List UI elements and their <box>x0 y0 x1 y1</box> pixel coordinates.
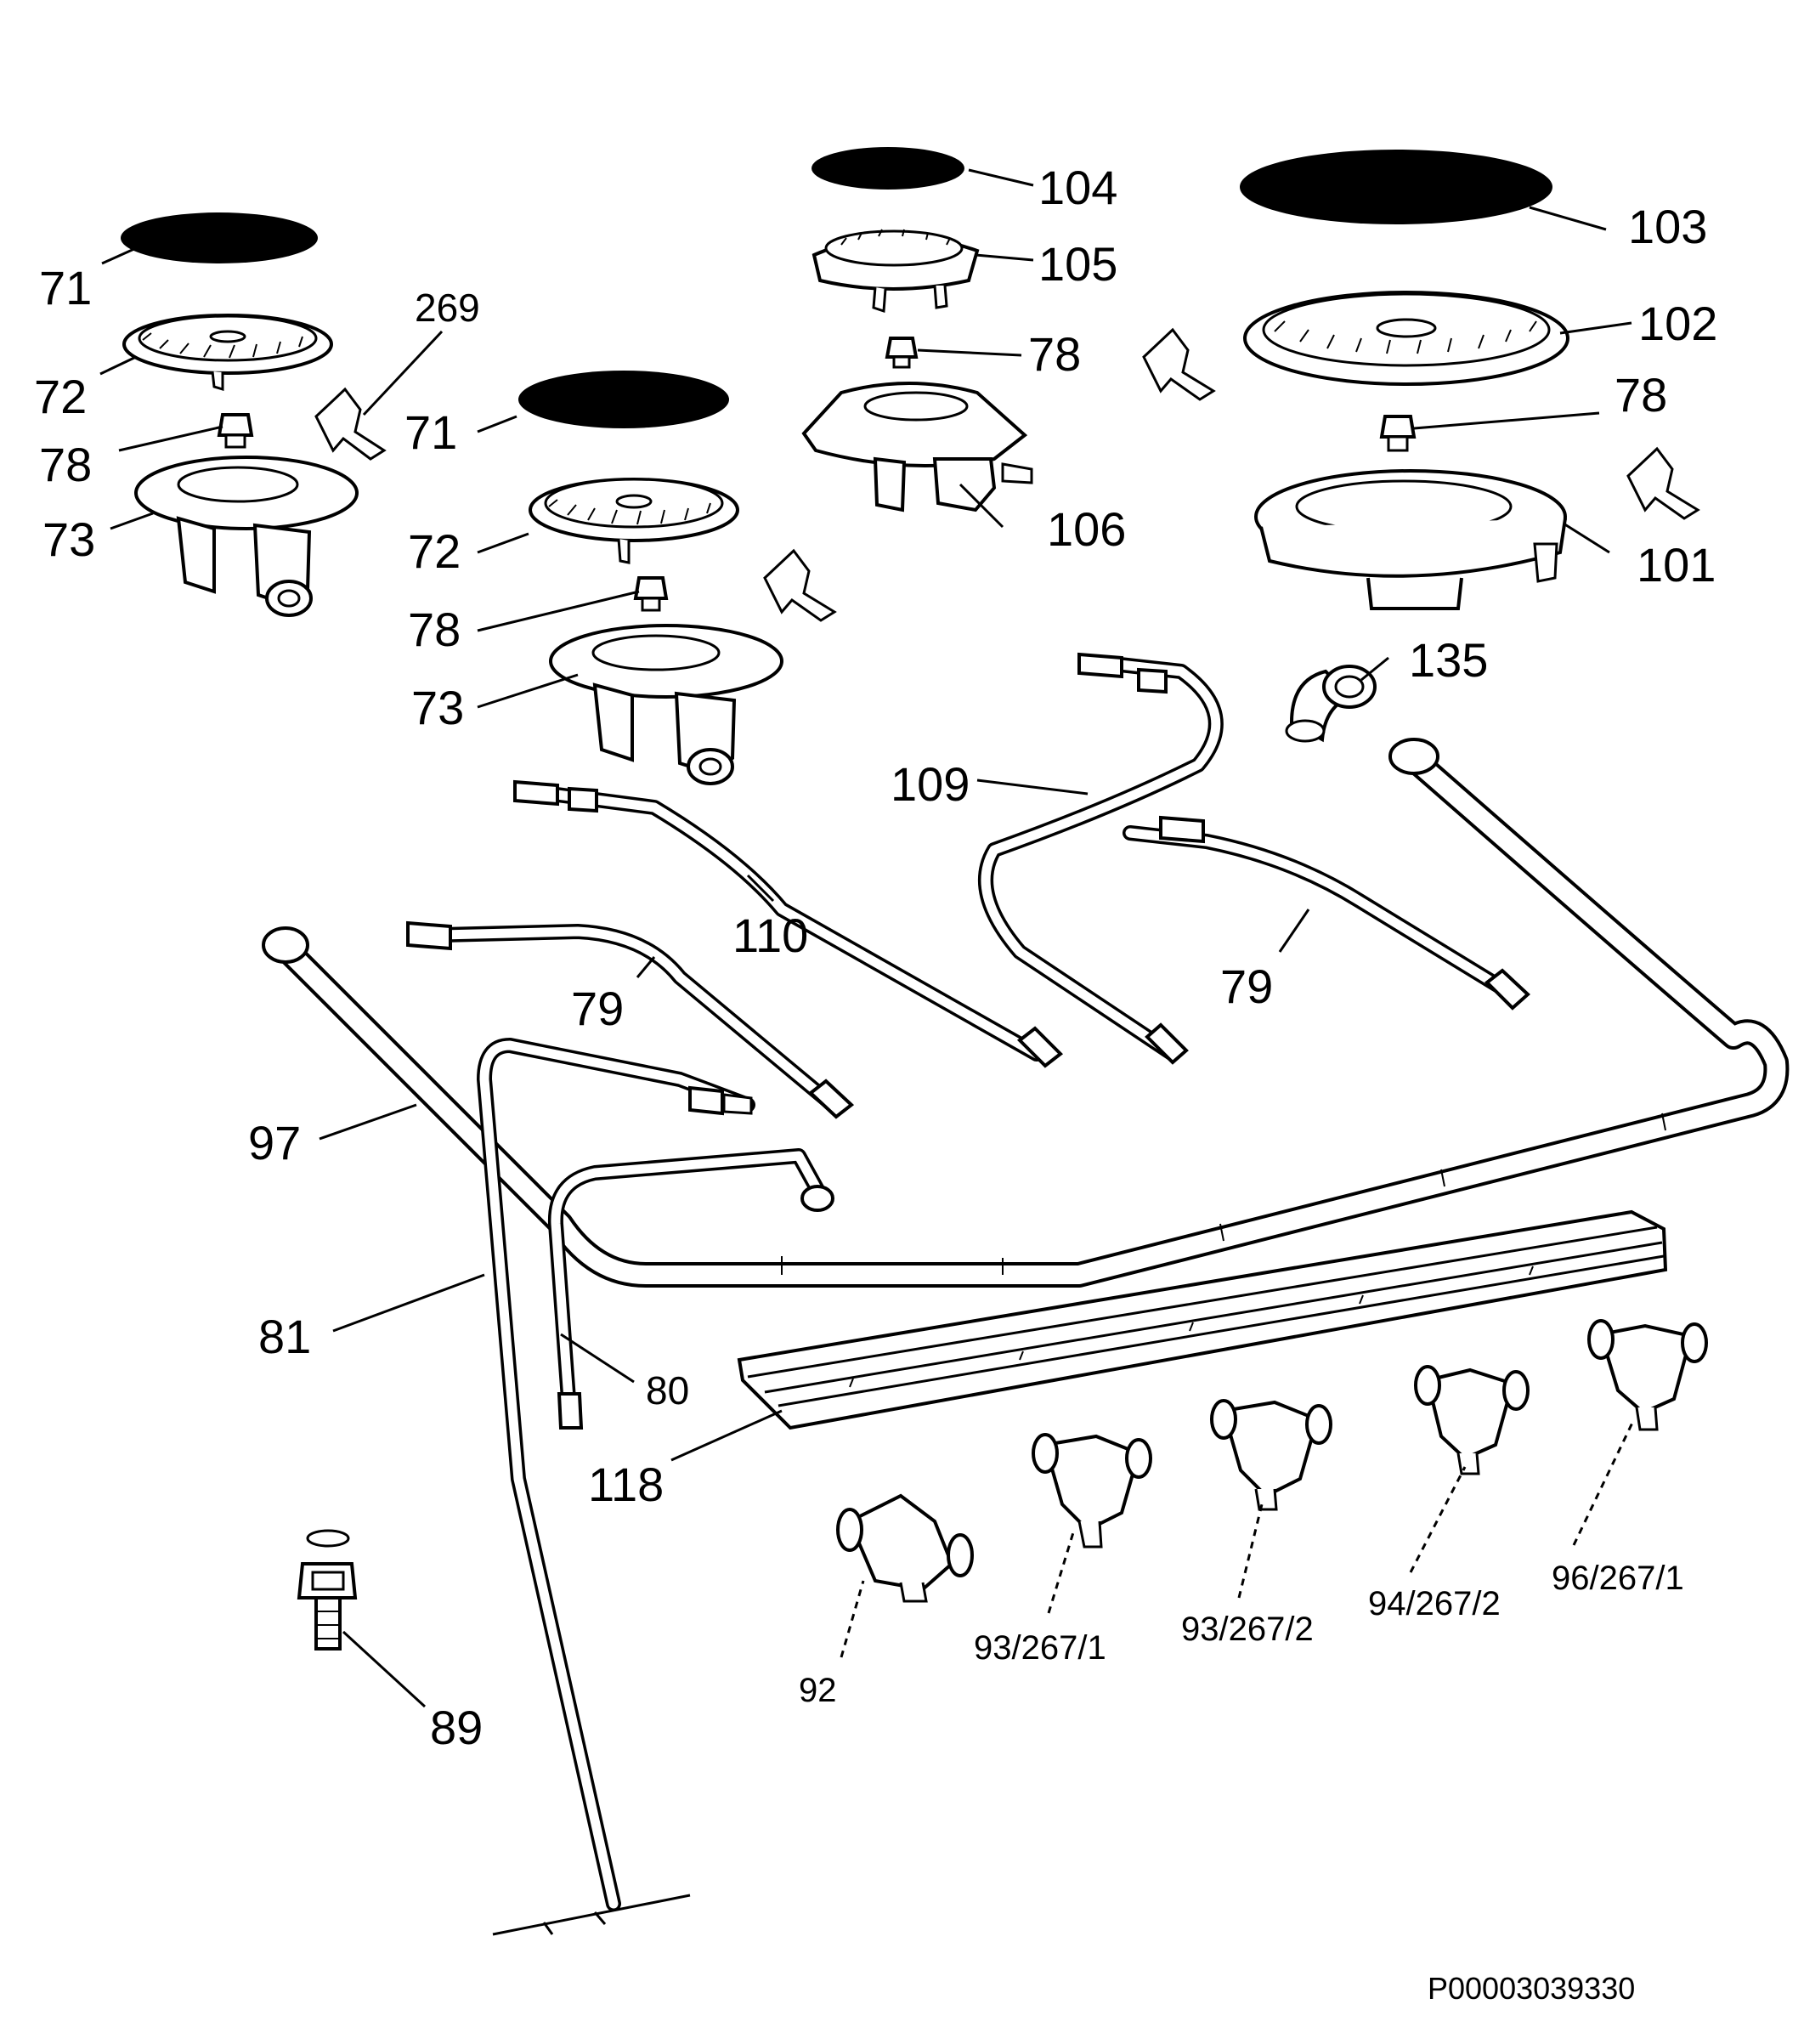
burner-supply-tube-79-right <box>1123 815 1530 1011</box>
burner-body-middle <box>549 624 783 785</box>
gas-tap-93-2 <box>1210 1399 1332 1511</box>
label-78-middle: 78 <box>408 603 461 656</box>
label-102: 102 <box>1638 297 1717 350</box>
label-92: 92 <box>799 1672 837 1709</box>
thermocouple-lead-80 <box>547 1148 834 1430</box>
ground-line <box>492 1894 691 1936</box>
label-81: 81 <box>258 1310 311 1363</box>
burner-supply-tube-110 <box>513 779 1064 1068</box>
label-110: 110 <box>732 909 808 962</box>
label-72-left: 72 <box>34 370 87 423</box>
label-78-left: 78 <box>39 438 92 491</box>
burner-crown-large <box>1243 291 1569 386</box>
label-96-267-1: 96/267/1 <box>1552 1560 1684 1597</box>
label-78-large: 78 <box>1615 368 1667 422</box>
label-135: 135 <box>1409 633 1488 687</box>
burner-crown-rapid <box>812 229 980 314</box>
label-71-left: 71 <box>39 261 92 314</box>
label-109: 109 <box>891 757 970 811</box>
label-97: 97 <box>248 1116 301 1169</box>
label-72-middle: 72 <box>408 524 461 578</box>
injector-left <box>217 413 254 449</box>
leader-lines <box>99 168 1635 1708</box>
label-93-267-2: 93/267/2 <box>1181 1611 1314 1648</box>
supply-tube-81 <box>477 1038 755 1911</box>
label-93-267-1: 93/267/1 <box>974 1629 1106 1667</box>
burner-body-left <box>134 456 359 617</box>
test-point-nipple <box>297 1529 358 1650</box>
burner-cap-rapid <box>812 147 964 190</box>
label-78-rapid: 78 <box>1028 327 1081 381</box>
label-71-middle: 71 <box>404 405 457 459</box>
elbow-connector <box>1285 665 1377 743</box>
label-94-267-2: 94/267/2 <box>1368 1585 1501 1622</box>
gas-tap-94-2 <box>1414 1365 1530 1475</box>
label-106: 106 <box>1047 502 1126 556</box>
label-103: 103 <box>1628 200 1707 253</box>
burner-body-rapid <box>801 382 1033 512</box>
label-105: 105 <box>1038 237 1117 291</box>
burner-crown-left <box>122 314 333 392</box>
thermocouple-symbol-4 <box>1626 446 1700 520</box>
burner-crown-middle <box>529 478 739 564</box>
label-73-left: 73 <box>42 512 95 566</box>
label-118: 118 <box>588 1458 664 1511</box>
control-panel-strip <box>737 1209 1668 1430</box>
thermocouple-symbol-1 <box>314 387 387 461</box>
burner-cap-small-middle <box>518 371 729 428</box>
gas-tap-92 <box>836 1493 974 1603</box>
burner-body-large <box>1254 469 1567 610</box>
label-73-middle: 73 <box>411 681 464 734</box>
thermocouple-symbol-3 <box>1142 327 1216 401</box>
gas-tap-96-1 <box>1587 1319 1708 1431</box>
burner-cap-large <box>1240 150 1552 224</box>
label-79-left: 79 <box>571 982 624 1035</box>
label-104: 104 <box>1038 161 1117 214</box>
label-89: 89 <box>430 1701 483 1754</box>
label-79-right: 79 <box>1220 960 1273 1013</box>
main-gas-manifold <box>262 738 1790 1288</box>
burner-cap-small-left <box>121 212 318 263</box>
gas-tap-93-1 <box>1032 1433 1152 1549</box>
burner-supply-tube-79-left <box>406 920 855 1119</box>
label-269: 269 <box>415 286 480 330</box>
burner-supply-tube-109 <box>978 652 1224 1065</box>
injector-rapid <box>885 337 919 369</box>
reference-code: P00003039330 <box>1428 1971 1635 2006</box>
label-80: 80 <box>646 1368 689 1413</box>
injector-middle <box>633 576 669 612</box>
thermocouple-symbol-2 <box>763 548 837 622</box>
injector-large <box>1379 415 1417 452</box>
label-101: 101 <box>1637 538 1716 592</box>
